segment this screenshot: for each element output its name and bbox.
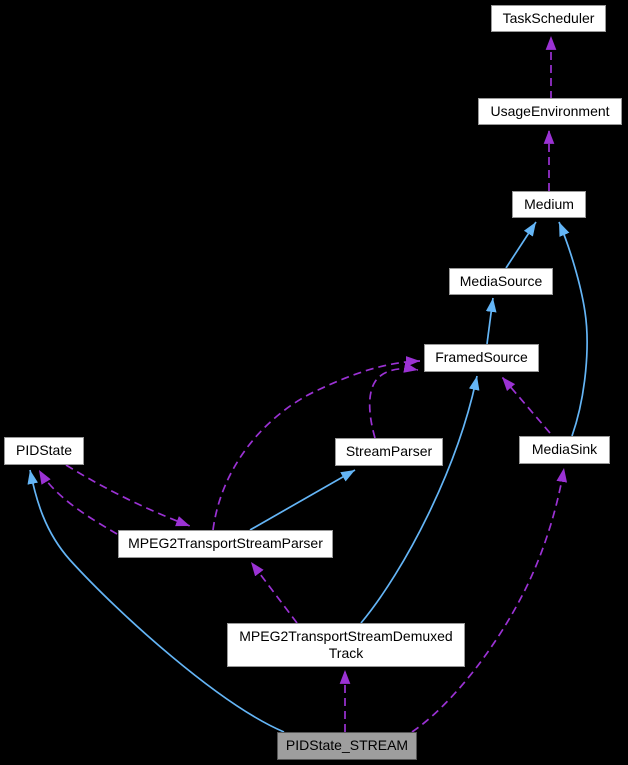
node-medium[interactable]: Medium	[512, 191, 586, 218]
edge-mediasink-framedsource	[501, 376, 551, 434]
edge-mpeg2transportstreamparser-framedsource	[212, 356, 421, 531]
node-framedsource[interactable]: FramedSource	[424, 344, 539, 372]
edge-mpeg2transportstreamparser-streamparser	[249, 469, 356, 531]
node-label: PIDState_STREAM	[285, 737, 409, 754]
edge-mediasource-medium	[505, 221, 537, 269]
node-label: MediaSource	[459, 272, 543, 289]
edge-framedsource-mediasource	[485, 297, 497, 345]
edge-pidstate-mpeg2transportstreamparser	[65, 464, 191, 527]
edge-pidstatestream-pidstate	[27, 469, 285, 733]
node-mediasink[interactable]: MediaSink	[519, 436, 610, 464]
edge-demuxedtrack-framedsource	[360, 375, 480, 624]
node-label: StreamParser	[345, 443, 433, 460]
node-label: PIDState	[15, 442, 73, 459]
node-label: MediaSink	[531, 441, 598, 458]
node-label: TaskScheduler	[502, 9, 595, 26]
edge-mediasink-medium	[558, 221, 588, 437]
node-label-line1: MPEG2TransportStreamDemuxed	[239, 627, 453, 644]
edge-streamparser-framedsource	[368, 362, 419, 439]
node-mpeg2transportstreamdemuxedtrack[interactable]: MPEG2TransportStreamDemuxed Track	[227, 623, 465, 667]
node-label: MPEG2TransportStreamParser	[128, 535, 323, 552]
node-pidstatestream-focus: PIDState_STREAM	[277, 732, 417, 760]
node-taskscheduler[interactable]: TaskScheduler	[491, 5, 606, 32]
node-usageenvironment[interactable]: UsageEnvironment	[478, 98, 622, 125]
node-mpeg2transportstreamparser[interactable]: MPEG2TransportStreamParser	[118, 530, 333, 558]
edge-mpeg2transportstreamparser-pidstate	[38, 469, 118, 535]
node-pidstate[interactable]: PIDState	[4, 437, 84, 465]
node-label: UsageEnvironment	[490, 102, 610, 119]
node-label: FramedSource	[435, 349, 528, 366]
node-label: Medium	[524, 195, 574, 212]
edge-demuxedtrack-mpeg2transportstreamparser	[250, 561, 298, 624]
node-mediasource[interactable]: MediaSource	[449, 268, 553, 295]
node-streamparser[interactable]: StreamParser	[335, 438, 443, 466]
edge-pidstatestream-mediasink	[411, 467, 568, 733]
node-label-line2: Track	[328, 645, 364, 661]
